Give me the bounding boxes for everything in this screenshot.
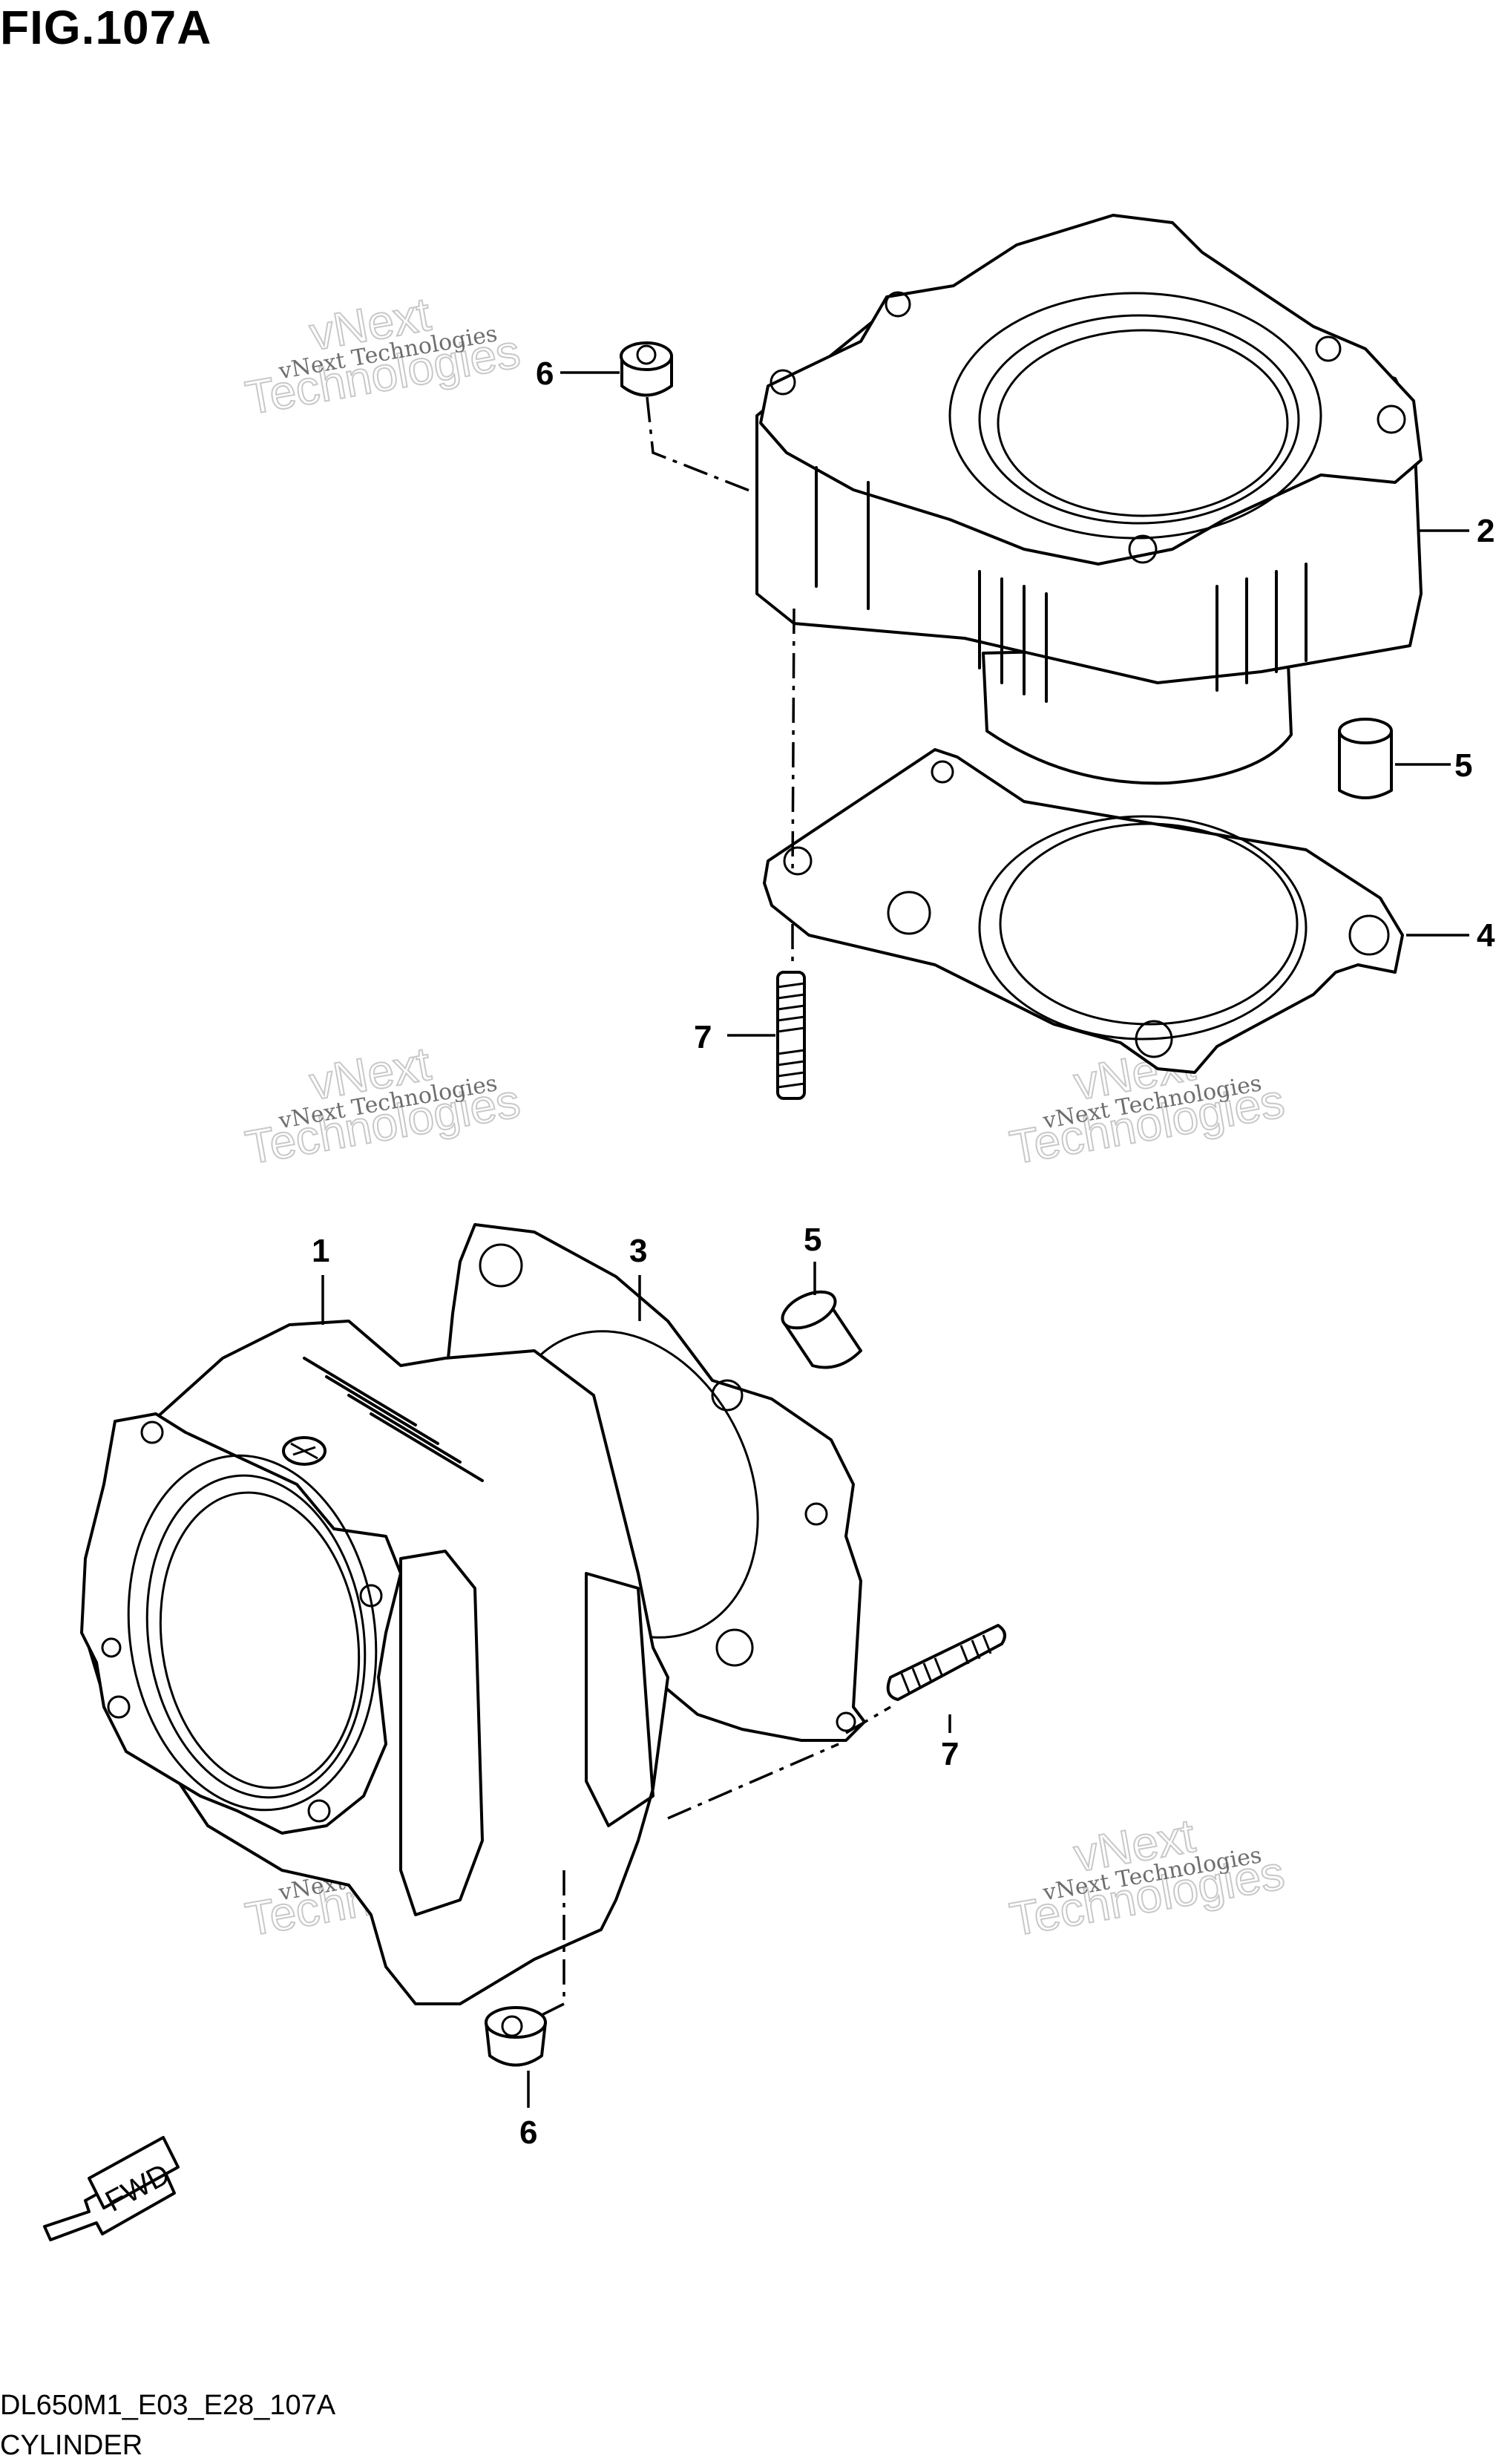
callout-7-top: 7: [694, 1019, 712, 1055]
callout-5-bottom: 5: [804, 1222, 821, 1258]
callout-7-bottom: 7: [941, 1736, 959, 1772]
watermark-mid-left: Technologies vNext Technologies vNext: [241, 1036, 525, 1176]
assembly-line-nut-top: [646, 396, 758, 495]
assembly-line-nut-bottom: [541, 1870, 565, 2016]
callout-3: 3: [629, 1233, 647, 1269]
dowel-pin-part-5-top: [1338, 718, 1393, 799]
stud-bolt-part-7-top: [776, 971, 806, 1100]
watermark-top-left: Technologies vNext Technologies vNext: [241, 286, 525, 426]
assembly-name: CYLINDER: [0, 2430, 143, 2461]
assembly-line-stud-top: [791, 608, 795, 969]
cylinder-part-2: [755, 214, 1423, 785]
assembly-line-stud-bottom: [667, 1706, 891, 1820]
dowel-pin-part-5-bottom: [781, 1290, 862, 1369]
callout-4: 4: [1477, 917, 1495, 954]
stud-bolt-part-7-bottom: [886, 1624, 1006, 1701]
nut-part-6-top: [620, 341, 673, 397]
callout-1: 1: [312, 1233, 329, 1269]
gasket-part-4: [763, 748, 1404, 1074]
drawing-code: DL650M1_E03_E28_107A: [0, 2390, 336, 2421]
cylinder-part-1: [80, 1320, 669, 2005]
watermark-low-right: Technologies vNext Technologies vNext: [1005, 1808, 1289, 1947]
callout-6-bottom: 6: [519, 2114, 537, 2151]
nut-part-6-bottom: [485, 2006, 547, 2067]
callout-2: 2: [1477, 513, 1495, 549]
callout-6-top: 6: [536, 355, 554, 392]
callout-5-top: 5: [1454, 747, 1472, 784]
figure-title: FIG.107A: [0, 1, 212, 54]
fwd-arrow-icon: FWD: [43, 2136, 180, 2241]
